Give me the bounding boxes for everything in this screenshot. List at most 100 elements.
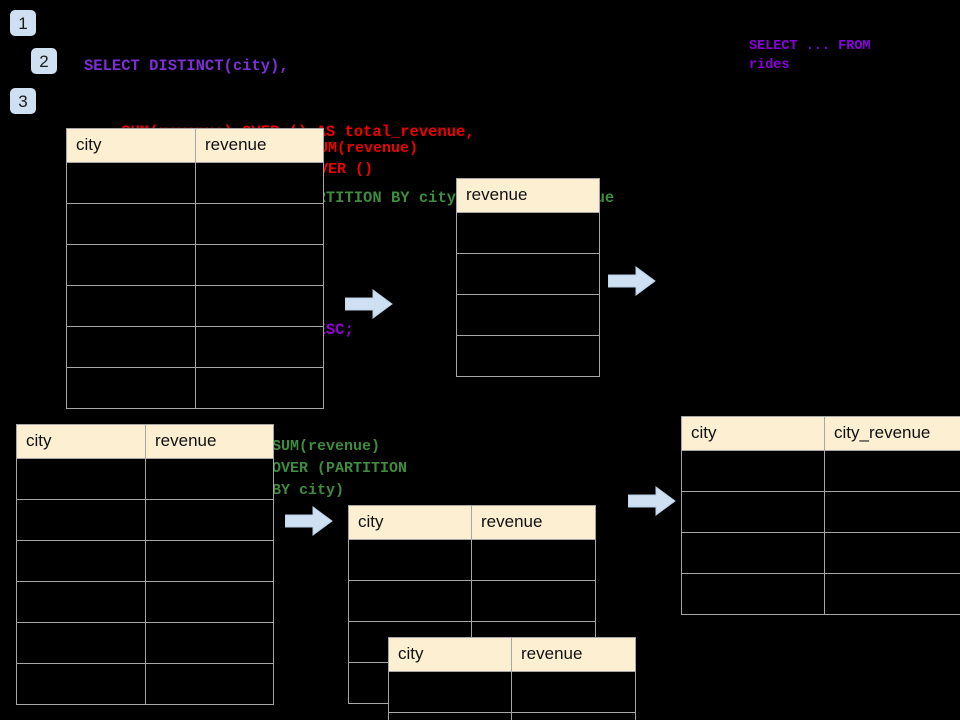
table-row bbox=[16, 540, 274, 582]
cell-city bbox=[348, 539, 472, 581]
column-header-city: city bbox=[66, 128, 196, 163]
column-header-revenue: revenue bbox=[471, 505, 596, 540]
cell-revenue bbox=[145, 581, 274, 623]
cell-city bbox=[66, 285, 196, 327]
cell-revenue bbox=[511, 712, 636, 720]
step-badge-1[interactable]: 1 bbox=[10, 10, 36, 36]
cell-city-revenue bbox=[824, 450, 960, 492]
table-row bbox=[66, 285, 324, 327]
cell-revenue bbox=[456, 212, 600, 254]
cell-city-revenue bbox=[824, 491, 960, 533]
table-row bbox=[456, 212, 600, 254]
column-header-revenue: revenue bbox=[195, 128, 324, 163]
table-row bbox=[16, 499, 274, 541]
cell-city bbox=[66, 244, 196, 286]
cell-city bbox=[16, 540, 146, 582]
table-row bbox=[16, 458, 274, 500]
column-header-city: city bbox=[348, 505, 472, 540]
cell-city-revenue bbox=[824, 573, 960, 615]
step-badge-2[interactable]: 2 bbox=[31, 48, 57, 74]
cell-revenue bbox=[511, 671, 636, 713]
table-body bbox=[388, 671, 636, 720]
cell-revenue bbox=[456, 253, 600, 295]
table-row bbox=[348, 539, 596, 581]
table-header-row: city city_revenue bbox=[681, 416, 960, 451]
table-header-row: city revenue bbox=[348, 505, 596, 540]
rides-source-table: city revenue bbox=[66, 128, 324, 409]
column-header-city: city bbox=[16, 424, 146, 459]
annotation-sum-over-empty: SUM(revenue) OVER () bbox=[310, 140, 419, 178]
table-row bbox=[348, 580, 596, 622]
table-row bbox=[456, 294, 600, 336]
arrow-source-to-partition bbox=[285, 506, 333, 536]
cell-revenue bbox=[471, 539, 596, 581]
column-header-city: city bbox=[681, 416, 825, 451]
cell-city bbox=[16, 622, 146, 664]
cell-revenue bbox=[195, 244, 324, 286]
cell-revenue bbox=[195, 367, 324, 409]
table-header-row: city revenue bbox=[388, 637, 636, 672]
cell-city-revenue bbox=[824, 532, 960, 574]
annotation-select-from: SELECT ... FROM rides bbox=[749, 39, 871, 73]
cell-city bbox=[66, 326, 196, 368]
cell-city bbox=[681, 573, 825, 615]
sql-line-select: SELECT DISTINCT(city), bbox=[84, 57, 289, 75]
cell-city bbox=[16, 458, 146, 500]
cell-city bbox=[388, 712, 512, 720]
cell-city bbox=[66, 203, 196, 245]
table-row bbox=[66, 367, 324, 409]
cell-revenue bbox=[195, 285, 324, 327]
table-row bbox=[16, 622, 274, 664]
table-body bbox=[66, 162, 324, 409]
cell-city bbox=[681, 450, 825, 492]
table-body bbox=[16, 458, 274, 705]
cell-revenue bbox=[145, 458, 274, 500]
table-row bbox=[16, 663, 274, 705]
arrow-total-to-right bbox=[608, 266, 656, 296]
table-header-row: city revenue bbox=[16, 424, 274, 459]
cell-revenue bbox=[195, 203, 324, 245]
arrow-source-to-total bbox=[345, 289, 393, 319]
cell-city bbox=[348, 580, 472, 622]
total-revenue-table: revenue bbox=[456, 178, 600, 377]
step-badge-2-label: 2 bbox=[39, 51, 49, 71]
cell-revenue bbox=[471, 580, 596, 622]
cell-revenue bbox=[195, 162, 324, 204]
table-row bbox=[681, 532, 960, 574]
cell-city bbox=[681, 532, 825, 574]
table-body bbox=[681, 450, 960, 615]
cell-revenue bbox=[456, 335, 600, 377]
cell-city bbox=[66, 162, 196, 204]
table-row bbox=[456, 253, 600, 295]
table-body bbox=[456, 212, 600, 377]
table-header-row: city revenue bbox=[66, 128, 324, 163]
table-header-row: revenue bbox=[456, 178, 600, 213]
cell-revenue bbox=[195, 326, 324, 368]
annotation-sum-over-partition: SUM(revenue) OVER (PARTITION BY city) bbox=[272, 438, 408, 499]
cell-revenue bbox=[145, 540, 274, 582]
rides-source-table-lower: city revenue bbox=[16, 424, 274, 705]
table-row bbox=[388, 671, 636, 713]
table-row bbox=[66, 203, 324, 245]
cell-city bbox=[16, 663, 146, 705]
table-row bbox=[66, 326, 324, 368]
column-header-city-revenue: city_revenue bbox=[824, 416, 960, 451]
table-row bbox=[681, 573, 960, 615]
step-badge-3[interactable]: 3 bbox=[10, 88, 36, 114]
table-row bbox=[388, 712, 636, 720]
table-row bbox=[456, 335, 600, 377]
step-badge-1-label: 1 bbox=[18, 13, 28, 33]
cell-city bbox=[388, 671, 512, 713]
cell-revenue bbox=[145, 622, 274, 664]
column-header-city: city bbox=[388, 637, 512, 672]
table-row bbox=[16, 581, 274, 623]
column-header-revenue: revenue bbox=[511, 637, 636, 672]
cell-city bbox=[681, 491, 825, 533]
cell-revenue bbox=[145, 663, 274, 705]
cell-city bbox=[16, 499, 146, 541]
cell-revenue bbox=[456, 294, 600, 336]
cell-revenue bbox=[145, 499, 274, 541]
cell-city bbox=[16, 581, 146, 623]
column-header-revenue: revenue bbox=[456, 178, 600, 213]
